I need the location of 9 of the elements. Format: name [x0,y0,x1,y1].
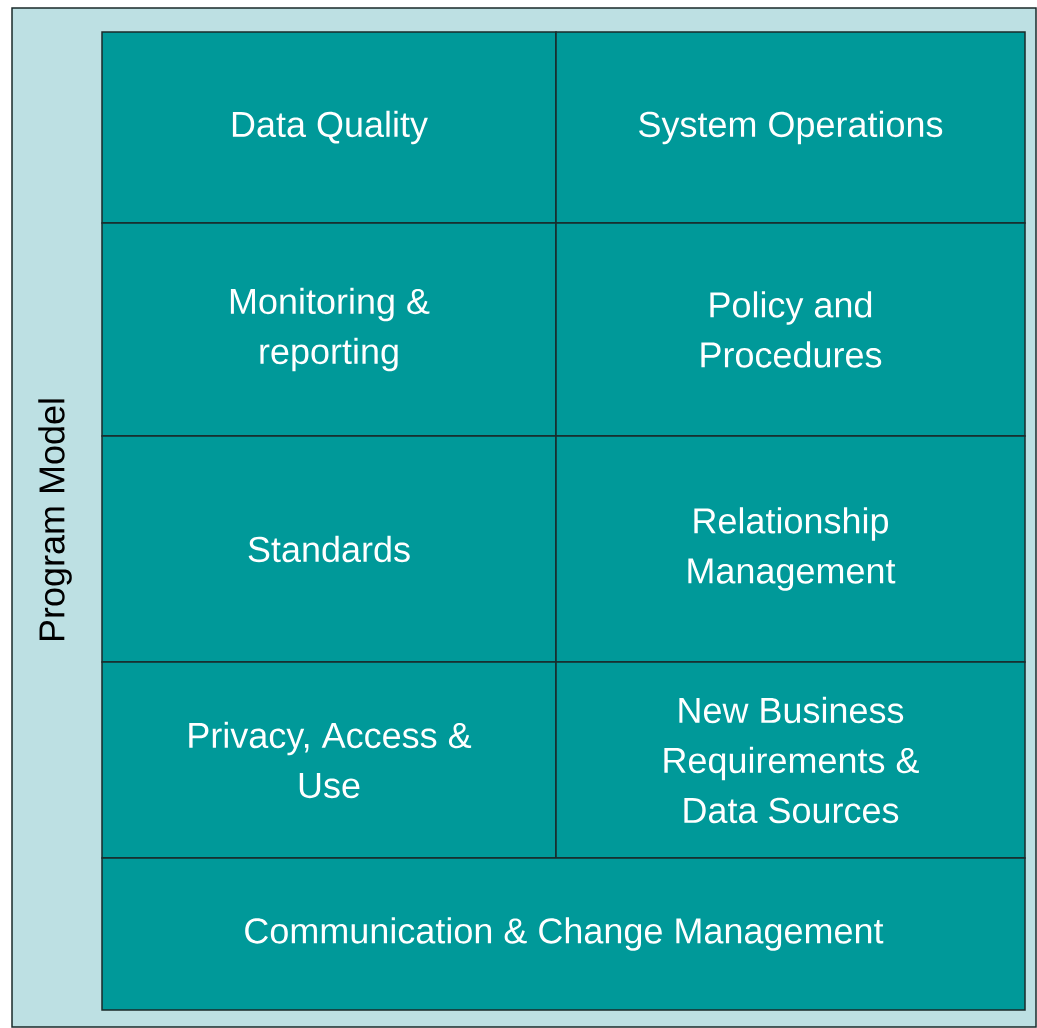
category-box: Relationship Management [555,435,1026,663]
category-box: Communication & Change Management [101,857,1026,1011]
category-box: Monitoring & reporting [101,222,557,437]
category-box: Data Quality [101,31,557,224]
category-box: System Operations [555,31,1026,224]
category-box: Privacy, Access & Use [101,661,557,859]
category-box: Standards [101,435,557,663]
category-box: Policy and Procedures [555,222,1026,437]
category-box: New Business Requirements & Data Sources [555,661,1026,859]
